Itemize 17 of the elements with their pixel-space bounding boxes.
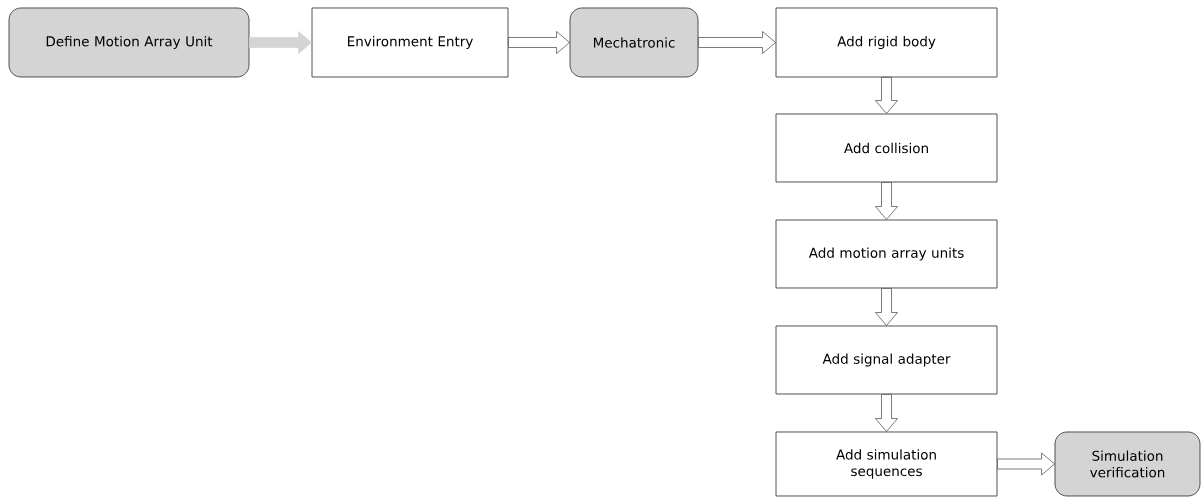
block-arrow — [997, 452, 1055, 476]
block-arrow — [249, 31, 312, 54]
rounded-box: Define Motion Array Unit — [8, 7, 250, 78]
process-box: Environment Entry — [311, 7, 509, 78]
block-arrow — [875, 77, 898, 114]
block-arrow — [698, 31, 776, 54]
block-arrow — [875, 394, 898, 432]
process-box: Add simulation sequences — [775, 431, 998, 497]
process-box: Add rigid body — [775, 7, 998, 78]
rounded-box: Simulation verification — [1054, 431, 1201, 497]
block-arrow — [508, 31, 570, 54]
process-box: Add motion array units — [775, 219, 998, 289]
block-arrow — [875, 288, 898, 326]
process-box: Add collision — [775, 113, 998, 183]
block-arrow — [875, 182, 898, 220]
rounded-box: Mechatronic — [569, 7, 699, 78]
process-box: Add signal adapter — [775, 325, 998, 395]
